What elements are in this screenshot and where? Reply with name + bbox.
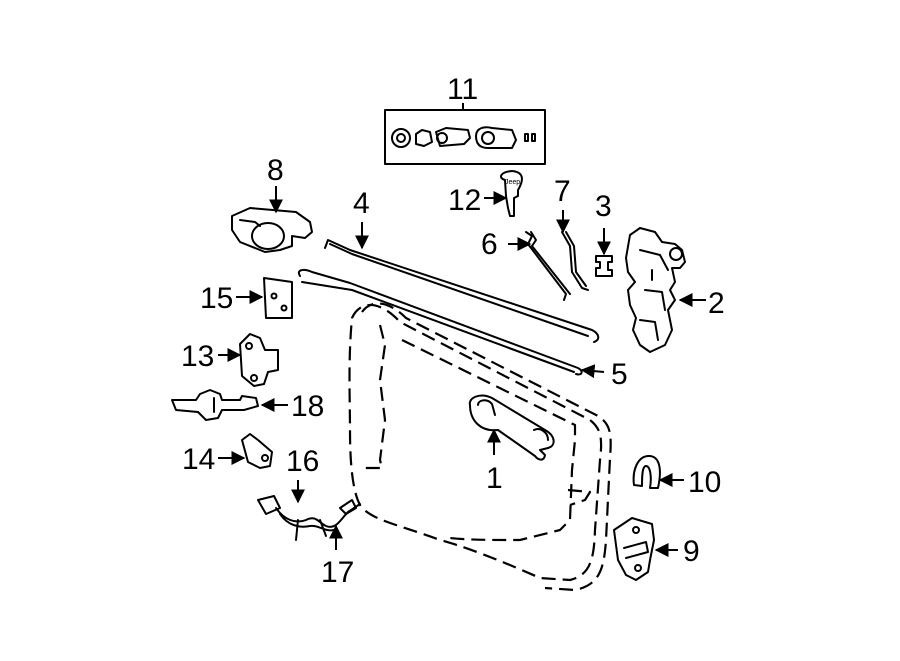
callout-15: 15	[200, 282, 233, 315]
callout-8: 8	[267, 154, 284, 187]
rod-clip	[595, 255, 613, 277]
callout-10: 10	[688, 466, 721, 499]
mounting-bracket-14	[241, 433, 273, 469]
callout-7: 7	[554, 175, 571, 208]
callout-11: 11	[447, 73, 478, 106]
leader-lines	[218, 103, 706, 557]
callout-18: 18	[291, 390, 324, 423]
key-logo-text: Jeep	[505, 179, 520, 186]
lock-rod-lower	[297, 268, 583, 376]
wiring-harness	[257, 495, 361, 541]
callout-17: 17	[321, 556, 354, 589]
callout-5: 5	[611, 358, 628, 391]
link-rod-6	[525, 231, 571, 301]
callout-12: 12	[448, 184, 481, 217]
callout-1: 1	[486, 462, 503, 495]
door-bumper	[632, 455, 661, 489]
callout-2: 2	[708, 287, 725, 320]
callout-labels: 11 1 2 3 4 5 6 7 8 9 10 12 13 14 15 16 1…	[181, 73, 725, 589]
callout-4: 4	[353, 187, 370, 220]
door-latch-assembly	[625, 227, 686, 353]
callout-6: 6	[481, 228, 498, 261]
link-rod-7	[561, 231, 589, 291]
ignition-key: Jeep	[500, 170, 523, 217]
lock-cylinder-kit	[384, 109, 546, 165]
door-outline	[348, 302, 612, 592]
callout-16: 16	[286, 445, 319, 478]
lock-rod-upper	[324, 239, 600, 343]
inside-handle-bezel	[231, 207, 313, 253]
door-striker	[613, 517, 655, 581]
callout-14: 14	[182, 443, 215, 476]
lock-shaft	[171, 389, 259, 421]
callout-9: 9	[683, 535, 700, 568]
callout-13: 13	[181, 340, 214, 373]
outside-handle	[468, 394, 555, 461]
lock-actuator-motor	[239, 333, 279, 387]
mounting-plate-15	[263, 277, 293, 319]
callout-3: 3	[595, 190, 612, 223]
